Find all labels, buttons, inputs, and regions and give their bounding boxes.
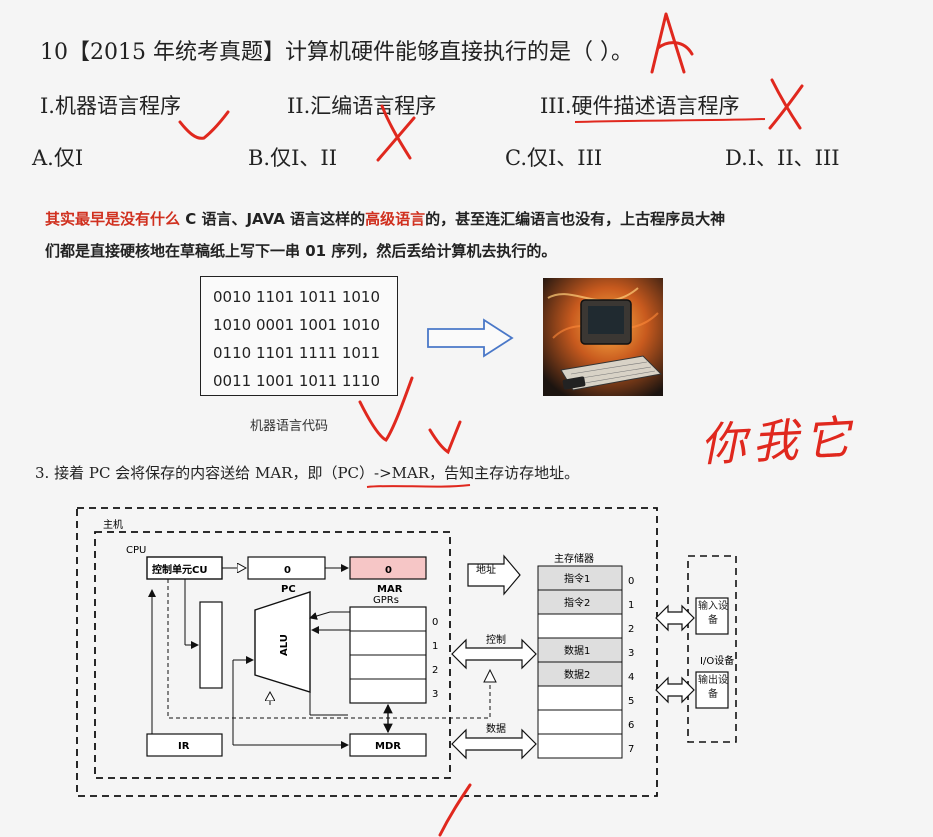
output-device-label: 输出设备 [698, 675, 728, 700]
code-line: 0010 1101 1011 1010 [213, 288, 380, 306]
option-c: C.仅I、III [505, 146, 603, 170]
cross-mark-icon [380, 104, 412, 160]
mdr-label: MDR [375, 741, 401, 752]
option-b: B.仅I、II [248, 146, 337, 170]
memory-index: 5 [628, 696, 634, 707]
output-device-label-wrap: 输出设备 [698, 675, 728, 700]
gpr-index: 2 [432, 665, 438, 676]
memory-index: 1 [628, 600, 634, 611]
answer-a-crossbar [656, 41, 694, 56]
memory-cell: 数据2 [564, 668, 590, 681]
code-line: 1010 0001 1001 1010 [213, 316, 380, 334]
alu-label: ALU [279, 634, 290, 656]
check-mark-icon [428, 420, 462, 455]
note-part1: C 语言、JAVA 语言这样的 [180, 210, 366, 228]
gpr-index: 0 [432, 617, 438, 628]
right-arrow-icon [427, 318, 514, 358]
input-device-box [695, 597, 729, 635]
memory-index: 4 [628, 672, 634, 683]
check-mark-icon [358, 376, 414, 442]
code-line: 0110 1101 1111 1011 [213, 344, 380, 362]
pc-value: 0 [284, 565, 291, 576]
ir-register [146, 733, 223, 757]
cpu-label: CPU [126, 545, 146, 556]
main-memory [537, 565, 623, 759]
memory-index: 7 [628, 744, 634, 755]
bus-control-label: 控制 [486, 633, 506, 646]
memory-index: 6 [628, 720, 634, 731]
note-line-2: 们都是直接硬核地在草稿纸上写下一串 01 序列，然后丢给计算机去执行的。 [45, 242, 557, 260]
host-label: 主机 [103, 518, 123, 531]
option-a: A.仅I [32, 146, 84, 170]
data-bus-arrow [451, 728, 537, 760]
mdr-register [349, 733, 427, 757]
option-d: D.I、II、III [725, 146, 840, 170]
address-bus-arrow [467, 554, 521, 596]
cu-label: 控制单元CU [152, 563, 207, 576]
mar-register [349, 556, 427, 580]
mar-label: MAR [377, 584, 403, 595]
gpr-index: 1 [432, 641, 438, 652]
note-part2: 的，甚至连汇编语言也没有，上古程序员大神 [425, 210, 726, 228]
retro-computer-image [543, 278, 663, 396]
note-red-mid: 高级语言 [365, 210, 426, 228]
output-device-box [695, 671, 729, 709]
output-link-arrow [655, 676, 695, 704]
input-device-label: 输入设备 [698, 601, 728, 626]
check-mark-icon [178, 110, 230, 140]
item-2: II.汇编语言程序 [287, 94, 437, 118]
gprs-label: GPRs [373, 595, 399, 606]
machine-code-caption: 机器语言代码 [250, 419, 329, 434]
memory-cell: 数据1 [564, 644, 590, 657]
step-3-text: 3. 接着 PC 会将保存的内容送给 MAR，即（PC）->MAR，告知主存访存… [35, 464, 580, 482]
control-bus-arrow [451, 638, 537, 670]
code-line: 0011 1001 1011 1110 [213, 372, 380, 390]
memory-index: 3 [628, 648, 634, 659]
memory-index: 0 [628, 576, 634, 587]
ir-label: IR [178, 741, 190, 752]
io-box [687, 555, 737, 743]
item-3: III.硬件描述语言程序 [540, 94, 740, 118]
bus-address-label: 地址 [476, 563, 496, 576]
item-1: I.机器语言程序 [40, 94, 181, 118]
question-title: 10【2015 年统考真题】计算机硬件能够直接执行的是（ ）。 [40, 40, 633, 65]
input-device-label-wrap: 输入设备 [698, 601, 728, 626]
pc-label: PC [281, 584, 296, 595]
mar-value: 0 [385, 565, 392, 576]
temp-register [199, 601, 223, 689]
gpr-index: 3 [432, 689, 438, 700]
memory-index: 2 [628, 624, 634, 635]
answer-a-mark [650, 12, 686, 74]
io-title: I/O设备 [700, 654, 734, 667]
bus-data-label: 数据 [486, 722, 506, 735]
memory-cell: 指令1 [564, 572, 590, 585]
architecture-diagram: 主机 CPU 控制单元CU 0 PC 0 MAR GPRs 0 1 2 3 AL… [76, 507, 737, 797]
note-line-1: 其实最早是没有什么 C 语言、JAVA 语言这样的高级语言的，甚至连汇编语言也没… [45, 208, 725, 229]
host-box [76, 507, 658, 797]
red-stroke-mark [438, 783, 472, 837]
machine-code-box: 0010 1101 1011 1010 1010 0001 1001 1010 … [200, 276, 398, 396]
note-red-prefix: 其实最早是没有什么 [45, 210, 181, 228]
memory-cell: 指令2 [564, 596, 590, 609]
pc-mar-underline [366, 484, 471, 488]
input-link-arrow [655, 604, 695, 632]
memory-title: 主存储器 [554, 552, 594, 565]
